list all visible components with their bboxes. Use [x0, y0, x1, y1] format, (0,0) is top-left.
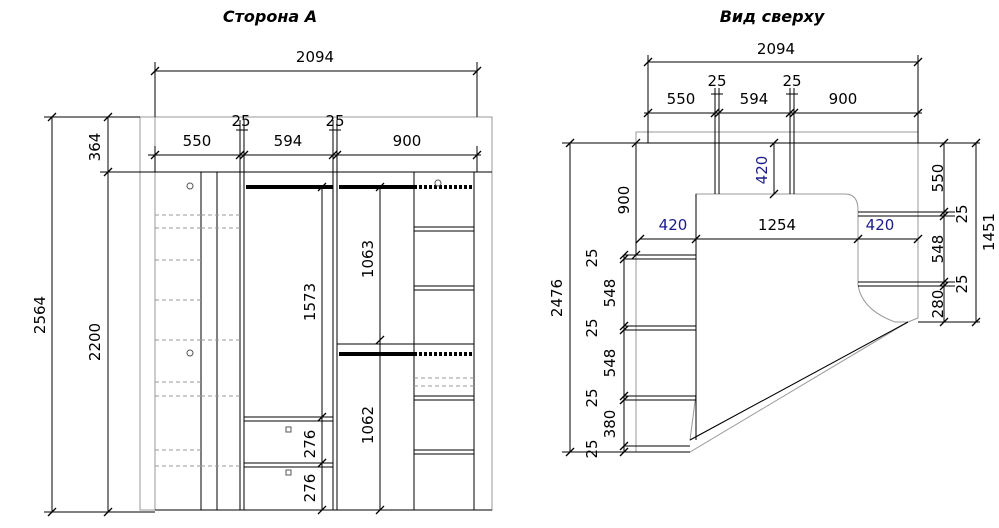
dim-inner-right: 420: [866, 216, 895, 234]
side-a-elevation: 2094 550 25 594 25 900 2564 364: [31, 48, 493, 517]
dim-left-stack-2: 548: [601, 279, 619, 308]
dim-hanging-lower: 1062: [359, 406, 377, 444]
dim-right-548: 548: [929, 235, 947, 264]
rod-holder-icon: [434, 179, 442, 187]
dim-right-total: 1451: [980, 213, 998, 251]
rod-holder-icon: [186, 349, 194, 357]
dim-depth-left: 900: [615, 186, 633, 215]
dim-side-body-height: 2200: [86, 323, 104, 361]
top-view-plan: 2094 550 25 594 25 900 420 1254 420 420: [548, 40, 998, 459]
dim-left-stack-5: 25: [583, 388, 601, 407]
rod-holder-icon: [186, 182, 194, 190]
dim-side-gap-2: 25: [325, 112, 344, 130]
dim-left-stack-6: 380: [601, 410, 619, 439]
plan-outline: [635, 131, 919, 453]
dim-right-25a: 25: [953, 204, 971, 223]
right-shelves: [414, 226, 474, 455]
dim-drawer-2: 276: [301, 474, 319, 503]
side-a-outline: [154, 116, 493, 511]
dim-side-total-height: 2564: [31, 296, 49, 334]
dim-left-stack-4: 548: [601, 349, 619, 378]
dim-top-gap-1: 25: [707, 72, 726, 90]
drawer-handle-icon: [285, 426, 292, 433]
left-shelves: [155, 214, 240, 467]
dim-left-stack-1: 25: [583, 248, 601, 267]
dim-hanging-long: 1573: [301, 283, 319, 321]
dim-hanging-upper: 1063: [359, 240, 377, 278]
dim-side-mezzanine: 364: [86, 133, 104, 162]
dim-side-section-2: 594: [274, 132, 303, 150]
dim-right-25b: 25: [953, 274, 971, 293]
dim-side-gap-1: 25: [231, 112, 250, 130]
dim-top-depth: 420: [753, 156, 771, 185]
dim-right-550: 550: [929, 164, 947, 193]
dim-right-280: 280: [929, 290, 947, 319]
title-side-a: Сторона А: [223, 7, 317, 26]
dim-top-seg-2: 594: [740, 90, 769, 108]
title-top-view: Вид сверху: [720, 7, 825, 26]
side-a-side-panel: [139, 116, 156, 511]
dim-inner-left: 420: [659, 216, 688, 234]
dim-side-section-3: 900: [393, 132, 422, 150]
dim-drawer-1: 276: [301, 430, 319, 459]
dim-total-depth: 2476: [548, 279, 566, 317]
dim-top-gap-2: 25: [782, 72, 801, 90]
dim-left-stack-3: 25: [583, 318, 601, 337]
dim-left-stack-7: 25: [583, 439, 601, 458]
dim-side-total-width: 2094: [296, 48, 334, 66]
dim-side-section-1: 550: [183, 132, 212, 150]
dim-top-seg-1: 550: [667, 90, 696, 108]
plan-inner-cavity: [689, 193, 909, 441]
dim-top-total-width: 2094: [757, 40, 795, 58]
drawer-handle-icon: [285, 469, 292, 476]
dim-inner-mid: 1254: [758, 216, 796, 234]
dim-top-seg-3: 900: [829, 90, 858, 108]
